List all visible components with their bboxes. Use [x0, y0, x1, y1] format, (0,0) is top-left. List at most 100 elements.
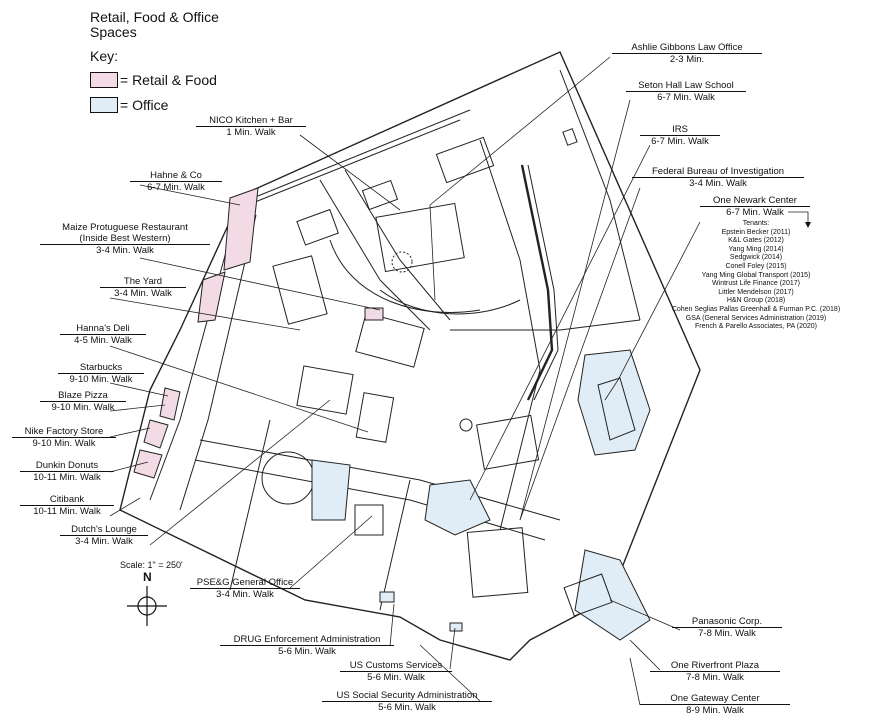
leader-line: [389, 603, 395, 647]
tenant-item: Conell Foley (2015): [725, 262, 787, 270]
label-sub: 6-7 Min. Walk: [657, 92, 715, 103]
building: [562, 128, 578, 146]
label-name: Blaze Pizza: [40, 390, 126, 402]
key-retail: = Retail & Food: [90, 72, 217, 88]
map-title: Retail, Food & Office Spaces: [90, 10, 219, 40]
tenant-item: Littler Mendelson (2017): [718, 288, 794, 296]
label-name: US Customs Services: [340, 660, 452, 672]
tenant-list: Tenants: Epstein Becker (2011) K&L Gates…: [660, 220, 852, 332]
label-sub: 1 Min. Walk: [226, 127, 276, 138]
label-ashlie: Ashlie Gibbons Law Office 2-3 Min.: [612, 42, 762, 65]
key-office-label: = Office: [120, 97, 169, 113]
label-sub: 6-7 Min. Walk: [147, 182, 205, 193]
street: [479, 139, 541, 531]
street: [194, 459, 546, 541]
label-name: Citibank: [20, 494, 114, 506]
office-swatch: [90, 97, 118, 113]
label-sub: 10-11 Min. Walk: [33, 506, 101, 517]
street: [229, 119, 461, 213]
retail-area: [159, 387, 181, 421]
leader-line: [109, 404, 166, 412]
leader-line: [788, 211, 809, 224]
tenant-item: Sedgwick (2014): [729, 254, 783, 262]
label-onenewark: One Newark Center 6-7 Min. Walk: [700, 195, 810, 218]
street: [344, 169, 451, 321]
retail-area: [197, 271, 226, 323]
office-area: [311, 459, 351, 521]
tenant-item: Epstein Becker (2011): [721, 228, 791, 236]
label-name: One Gateway Center: [640, 693, 790, 705]
label-name: NICO Kitchen + Bar: [196, 115, 306, 127]
leader-line: [109, 382, 169, 397]
label-hannas: Hanna's Deli 4-5 Min. Walk: [60, 323, 146, 346]
leader-line: [139, 184, 241, 206]
building: [296, 208, 340, 246]
leader-line: [289, 515, 373, 589]
tenant-item: Yang Ming (2014): [728, 245, 784, 253]
label-sub: 2-3 Min.: [669, 54, 705, 65]
retail-area: [364, 307, 384, 321]
office-area: [449, 622, 463, 632]
street: [329, 239, 481, 313]
label-citibank: Citibank 10-11 Min. Walk: [20, 494, 114, 517]
label-name: The Yard: [100, 276, 186, 288]
building: [355, 392, 395, 443]
retail-area: [143, 419, 169, 449]
label-name: Federal Bureau of Investigation: [632, 166, 804, 178]
fountain: [459, 418, 473, 432]
tree-cluster: [391, 251, 413, 273]
building: [466, 527, 529, 598]
leader-line: [139, 257, 381, 311]
label-nico: NICO Kitchen + Bar 1 Min. Walk: [196, 115, 306, 138]
leader-line: [419, 644, 481, 702]
label-sub: 3-4 Min. Walk: [75, 536, 133, 547]
label-sub: 5-6 Min. Walk: [367, 672, 425, 683]
rail-line: [520, 164, 554, 401]
leader-line: [109, 427, 151, 438]
leader-line: [149, 399, 331, 546]
label-drug: DRUG Enforcement Administration 5-6 Min.…: [220, 634, 394, 657]
leader-line: [109, 345, 369, 433]
tenant-item: French & Parello Associates, PA (2020): [694, 323, 818, 331]
leader-line: [109, 497, 141, 517]
key-heading: Key:: [90, 48, 119, 64]
leader-line: [109, 297, 301, 331]
street: [559, 69, 641, 321]
office-area: [379, 591, 395, 603]
label-name: One Newark Center: [700, 195, 810, 207]
label-panasonic: Panasonic Corp. 7-8 Min. Walk: [672, 616, 782, 639]
label-sub: 3-4 Min. Walk: [689, 178, 747, 189]
label-sub: 9-10 Min. Walk: [51, 402, 115, 413]
label-name: DRUG Enforcement Administration: [220, 634, 394, 646]
label-gateway: One Gateway Center 8-9 Min. Walk: [640, 693, 790, 716]
plaza-circle: [261, 451, 315, 505]
label-name: Hanna's Deli: [60, 323, 146, 335]
rail-line: [527, 164, 559, 401]
building: [272, 255, 328, 325]
label-sub: 3-4 Min. Walk: [114, 288, 172, 299]
key-retail-label: = Retail & Food: [120, 72, 217, 88]
label-name: US Social Security Administration: [322, 690, 492, 702]
label-irs: IRS 6-7 Min. Walk: [640, 124, 720, 147]
street: [450, 319, 641, 331]
label-sub: 3-4 Min. Walk: [96, 245, 154, 256]
leader-line: [299, 134, 401, 211]
building: [355, 312, 425, 368]
tenant-item: Wintrust Life Finance (2017): [712, 280, 800, 288]
retail-area: [223, 187, 259, 271]
label-hahne: Hahne & Co 6-7 Min. Walk: [130, 170, 222, 193]
label-name: Dunkin Donuts: [20, 460, 114, 472]
label-seton: Seton Hall Law School 6-7 Min. Walk: [626, 80, 746, 103]
arrow-down-icon: [805, 222, 811, 228]
label-pseg: PSE&G General Office 3-4 Min. Walk: [190, 577, 300, 600]
label-yard: The Yard 3-4 Min. Walk: [100, 276, 186, 299]
label-sub: 10-11 Min. Walk: [33, 472, 101, 483]
label-sub: 6-7 Min. Walk: [726, 207, 784, 218]
label-sub: 6-7 Min. Walk: [651, 136, 709, 147]
leader-line: [519, 99, 631, 521]
street: [379, 479, 411, 611]
label-nike: Nike Factory Store 9-10 Min. Walk: [12, 426, 116, 449]
leader-line: [469, 144, 651, 501]
label-name: Panasonic Corp.: [672, 616, 782, 628]
building: [361, 179, 399, 211]
